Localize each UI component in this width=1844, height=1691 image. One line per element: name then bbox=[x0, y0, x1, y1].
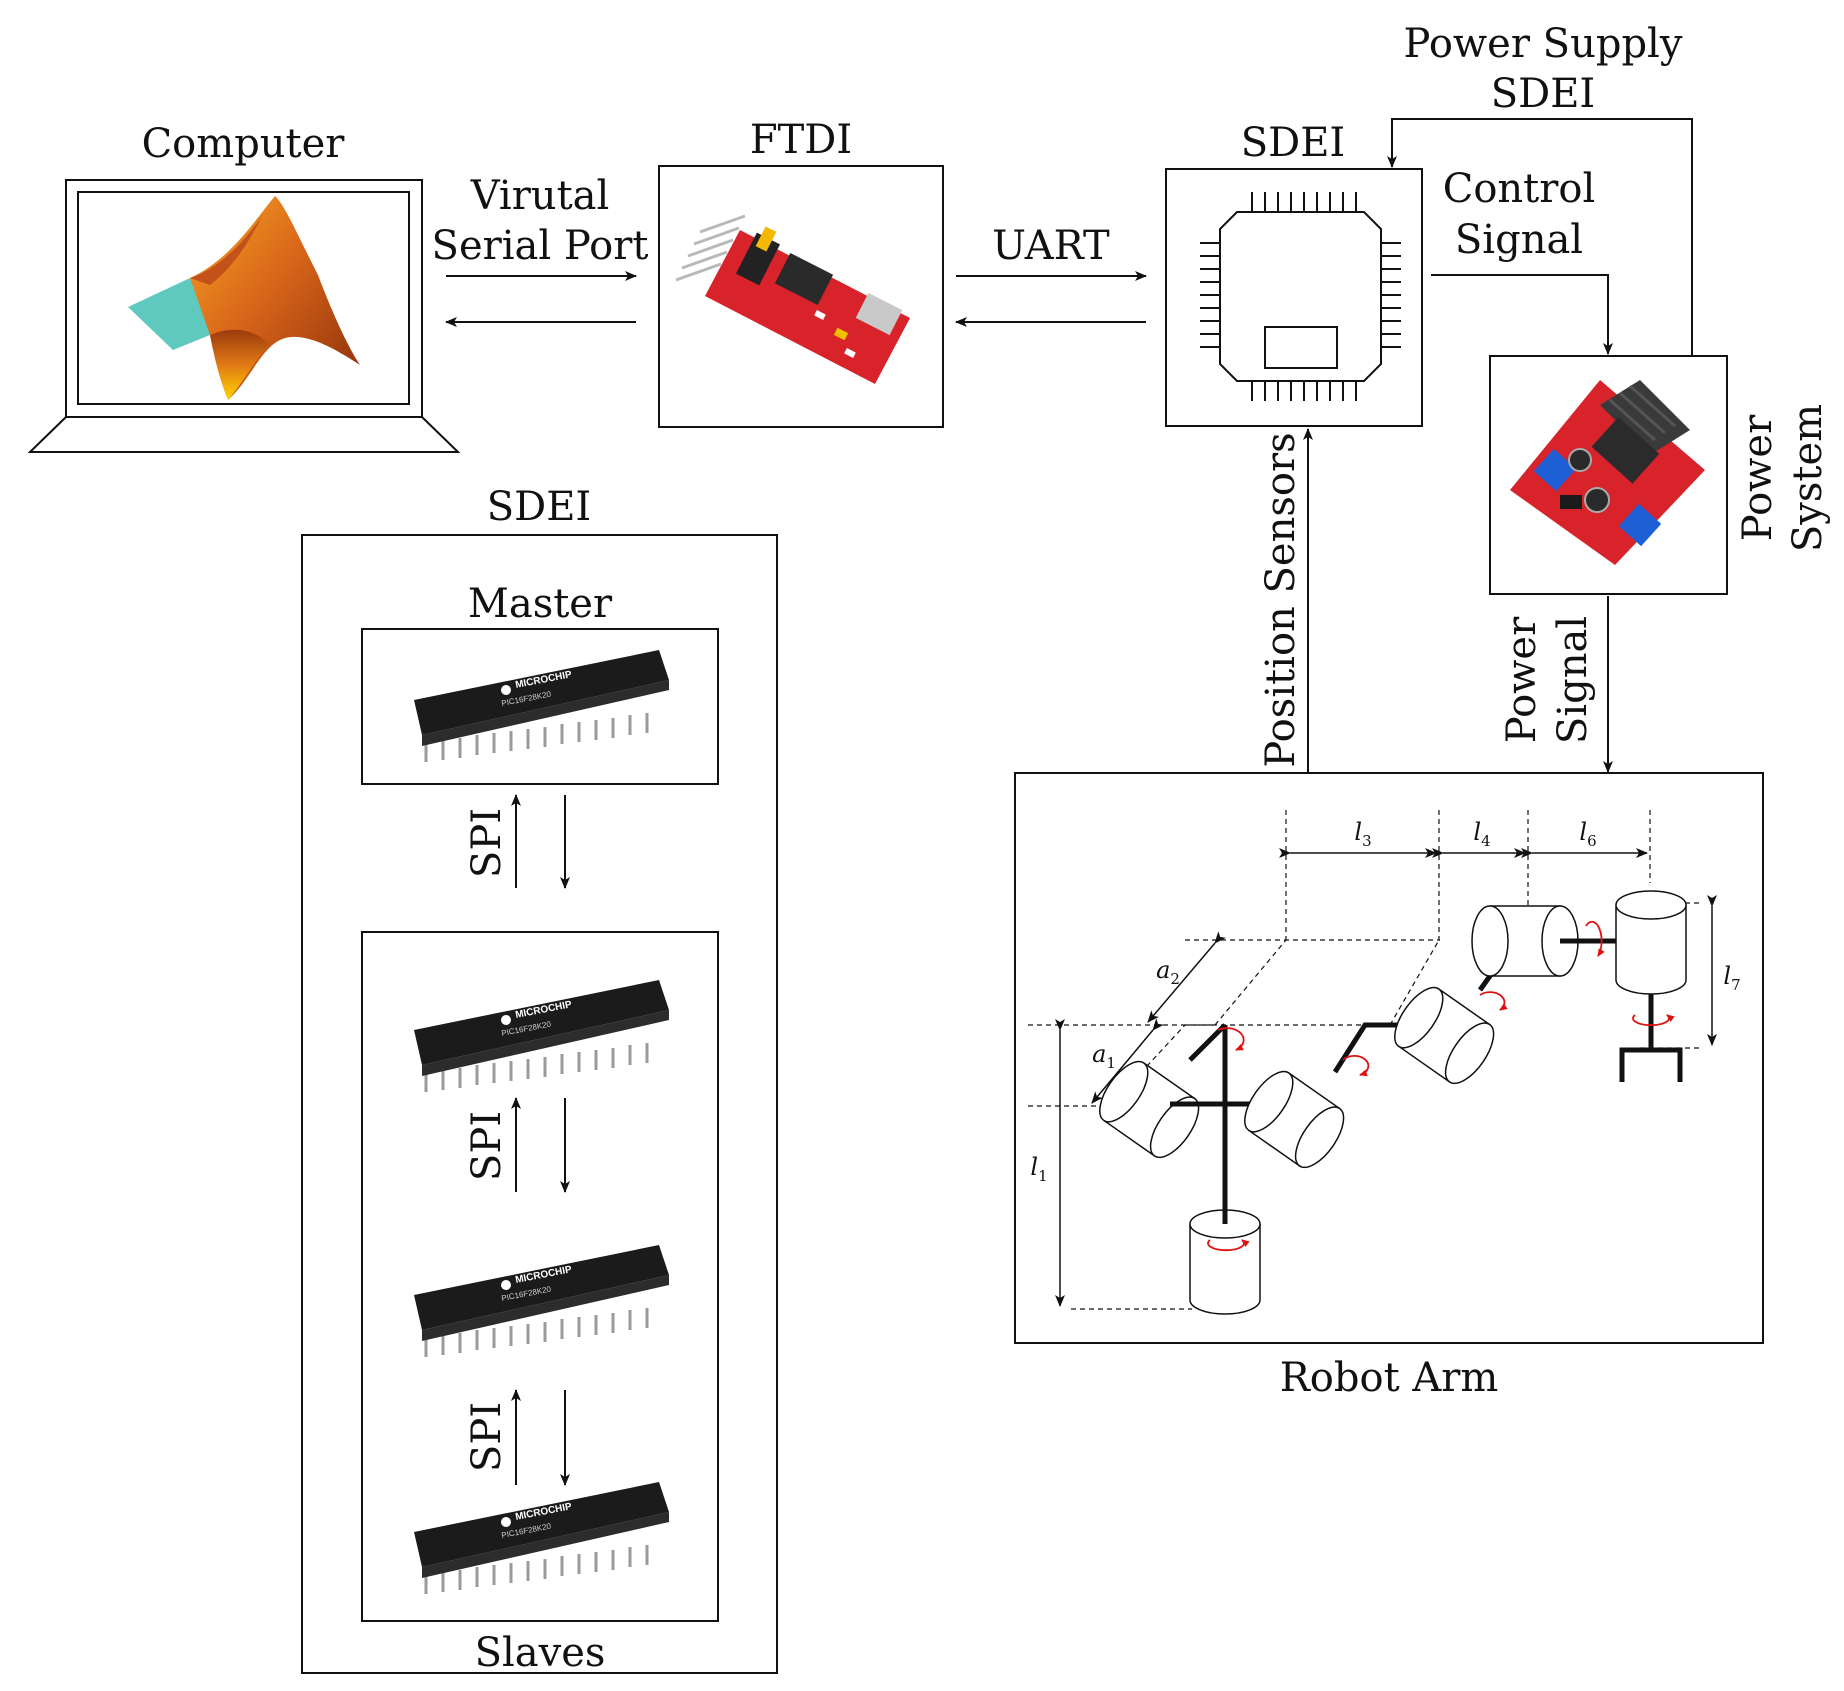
dim-a2: a2 bbox=[1156, 956, 1180, 988]
robot-arm-label: Robot Arm bbox=[1279, 1355, 1499, 1401]
control-signal-label-line2: Signal bbox=[1454, 217, 1584, 263]
spi-label-1: SPI bbox=[464, 807, 510, 879]
dim-l3: l3 bbox=[1354, 818, 1372, 850]
ftdi-box bbox=[658, 165, 944, 428]
power-supply-label-line2: SDEI bbox=[1490, 71, 1596, 117]
master-chip-icon bbox=[412, 648, 671, 764]
power-supply-label-line1: Power Supply bbox=[1403, 21, 1683, 67]
slaves-box bbox=[361, 931, 719, 1622]
position-sensors-label: Position Sensors bbox=[1258, 432, 1304, 768]
uart-label: UART bbox=[992, 223, 1110, 269]
virtual-serial-port-label-line1: Virutal bbox=[470, 173, 610, 219]
control-signal-label-line1: Control bbox=[1442, 166, 1596, 212]
ftdi-label: FTDI bbox=[749, 117, 853, 163]
master-label: Master bbox=[467, 581, 613, 627]
virtual-serial-port-label-line2: Serial Port bbox=[431, 223, 649, 269]
sdei-panel-label: SDEI bbox=[486, 484, 592, 530]
dim-l7: l7 bbox=[1723, 962, 1741, 994]
robot-arm-box bbox=[1014, 772, 1764, 1344]
slave-chip-3-icon bbox=[412, 1480, 671, 1596]
slave-chip-1-icon bbox=[412, 978, 671, 1094]
spi-label-2: SPI bbox=[464, 1110, 510, 1182]
slave-chip-2-icon bbox=[412, 1243, 671, 1359]
sdei-box bbox=[1165, 168, 1423, 427]
power-system-label-line2: System bbox=[1785, 403, 1831, 553]
power-system-label-line1: Power bbox=[1735, 414, 1781, 542]
dim-l6: l6 bbox=[1579, 818, 1597, 850]
power-signal-label-line1: Power bbox=[1499, 616, 1545, 744]
laptop bbox=[27, 179, 461, 453]
arrow-control-signal bbox=[1431, 274, 1613, 355]
sdei-panel-box bbox=[301, 534, 778, 1674]
computer-label: Computer bbox=[141, 121, 345, 167]
microcontroller-icon bbox=[1200, 192, 1401, 401]
matlab-logo-icon bbox=[128, 196, 360, 400]
dim-l1: l1 bbox=[1030, 1153, 1048, 1185]
sdei-label: SDEI bbox=[1240, 120, 1346, 166]
motor-driver-board-icon bbox=[1510, 380, 1705, 565]
slaves-label: Slaves bbox=[474, 1630, 606, 1676]
robot-arm-drawing bbox=[1028, 810, 1717, 1315]
master-box bbox=[361, 628, 719, 785]
power-signal-label-line2: Signal bbox=[1550, 615, 1596, 745]
dim-l4: l4 bbox=[1473, 818, 1491, 850]
dim-a1: a1 bbox=[1092, 1040, 1116, 1072]
arrow-power-supply bbox=[1387, 118, 1693, 356]
power-system-box bbox=[1489, 355, 1728, 595]
spi-label-3: SPI bbox=[464, 1401, 510, 1473]
ftdi-board-icon bbox=[675, 214, 910, 384]
